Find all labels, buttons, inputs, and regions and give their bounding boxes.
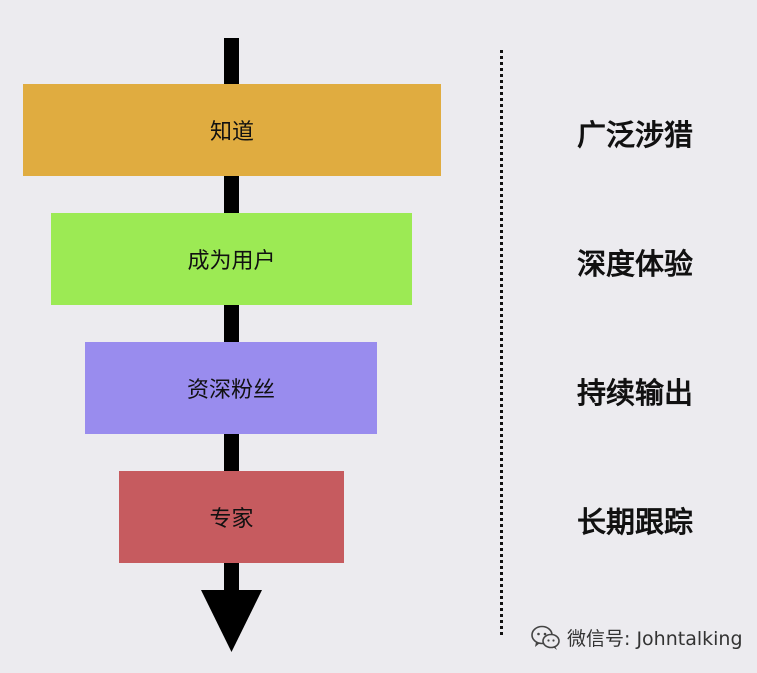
stage-expert: 专家 — [119, 471, 344, 563]
stage-senior-fan: 资深粉丝 — [85, 342, 377, 434]
wechat-icon — [531, 625, 560, 650]
watermark: 微信号: Johntalking — [531, 624, 743, 651]
watermark-text: 微信号: Johntalking — [567, 628, 743, 650]
action-label-browse: 广泛涉猎 — [576, 118, 693, 152]
stage-label: 专家 — [209, 507, 254, 532]
stage-know: 知道 — [23, 84, 441, 176]
stage-label: 资深粉丝 — [186, 378, 275, 403]
action-label-continuous-output: 持续输出 — [576, 376, 693, 410]
action-label-long-term-tracking: 长期跟踪 — [576, 505, 693, 539]
flow-arrow-head — [201, 590, 262, 652]
stage-become-user: 成为用户 — [51, 213, 412, 305]
action-label-deep-experience: 深度体验 — [576, 247, 693, 281]
stage-label: 知道 — [209, 120, 254, 145]
dotted-divider — [500, 50, 503, 635]
flow-arrow-shaft — [224, 38, 239, 598]
stage-label: 成为用户 — [187, 249, 276, 274]
